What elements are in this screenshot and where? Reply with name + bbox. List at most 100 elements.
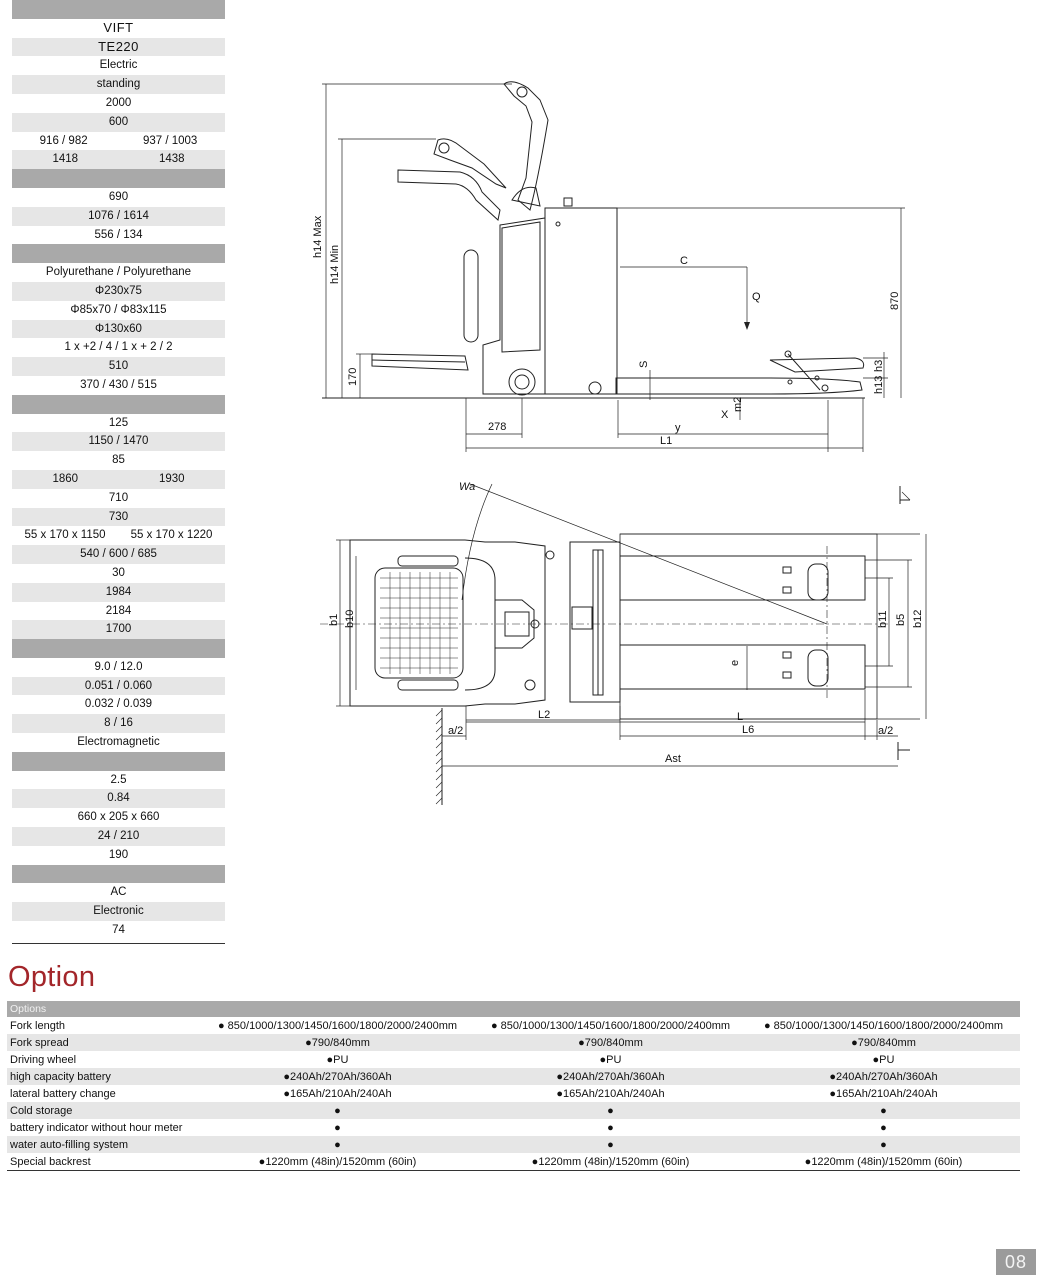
option-label: high capacity battery	[7, 1068, 201, 1085]
spec-value: 370 / 430 / 515	[80, 378, 157, 391]
spec-row: Electronic	[12, 902, 225, 922]
option-header-row: Options	[7, 1001, 1020, 1017]
spec-row-split: 55 x 170 x 1150 55 x 170 x 1220	[12, 526, 225, 545]
option-value: ●	[201, 1102, 474, 1119]
spec-row: 0.051 / 0.060	[12, 676, 225, 696]
spec-row: 690	[12, 188, 225, 207]
spec-value: 540 / 600 / 685	[80, 548, 157, 561]
spec-value: 125	[108, 416, 129, 429]
option-value: ●240Ah/270Ah/360Ah	[747, 1068, 1020, 1085]
spec-value: 85	[112, 454, 125, 467]
spec-value: 24 / 210	[97, 830, 140, 843]
option-label: water auto-filling system	[7, 1136, 201, 1153]
spec-row: 24 / 210	[12, 827, 225, 846]
option-row: Special backrest ●1220mm (48in)/1520mm (6…	[7, 1153, 1020, 1170]
option-value: ●	[747, 1102, 1020, 1119]
spec-value: 1150 / 1470	[88, 435, 149, 448]
spec-value: Φ130x60	[95, 322, 142, 335]
option-value: ●	[880, 1121, 887, 1134]
option-value: ●1220mm (48in)/1520mm (60in)	[531, 1155, 690, 1168]
spec-value: AC	[110, 886, 127, 899]
spec-row: Φ85x70 / Φ83x115	[12, 301, 225, 320]
spec-section-divider	[12, 751, 225, 771]
spec-row: Electric	[12, 56, 225, 75]
spec-section-divider	[12, 169, 225, 188]
spec-row: Φ230x75	[12, 281, 225, 301]
spec-value: Electronic	[93, 905, 144, 918]
spec-value: Polyurethane / Polyurethane	[45, 266, 192, 279]
spec-value: 30	[112, 566, 125, 579]
spec-value: 2000	[105, 96, 132, 109]
spec-row: 540 / 600 / 685	[12, 545, 225, 564]
option-row: water auto-filling system●●●	[7, 1136, 1020, 1153]
spec-value: 556 / 134	[94, 228, 143, 241]
spec-row: Polyurethane / Polyurethane	[12, 263, 225, 282]
spec-value-left: 55 x 170 x 1150	[24, 529, 106, 542]
label-a2-left: a/2	[448, 725, 463, 737]
label-b11: b11	[877, 610, 889, 628]
spec-value-right: 55 x 170 x 1220	[130, 529, 213, 542]
spec-row: 190	[12, 846, 225, 865]
spec-value: Electric	[99, 59, 138, 72]
spec-value: 0.032 / 0.039	[84, 698, 153, 711]
spec-value: 710	[108, 491, 129, 504]
label-278: 278	[488, 421, 506, 433]
spec-row: 2000	[12, 94, 225, 113]
option-value: ● 850/1000/1300/1450/1600/1800/2000/2400…	[490, 1019, 731, 1032]
option-label: Cold storage	[7, 1102, 201, 1119]
option-value: ●790/840mm	[201, 1034, 474, 1051]
spec-value: 190	[108, 848, 129, 861]
option-value: ●PU	[872, 1053, 895, 1066]
dimension-labels: h14 Max h14 Min C Q 870 170 S h3 h13 m2 …	[312, 215, 924, 765]
option-value: ●PU	[599, 1053, 622, 1066]
option-value: ● 850/1000/1300/1450/1600/1800/2000/2400…	[217, 1019, 458, 1032]
spec-row: 710	[12, 489, 225, 508]
page-number: 08	[996, 1249, 1036, 1275]
spec-value: 0.051 / 0.060	[84, 679, 153, 692]
spec-row: 1 x +2 / 4 / 1 x + 2 / 2	[12, 338, 225, 357]
option-label: Fork length	[10, 1019, 66, 1032]
spec-value-left: 916 / 982	[39, 134, 88, 147]
option-row: lateral battery change●165Ah/210Ah/240Ah…	[7, 1085, 1020, 1102]
spec-section-divider	[12, 0, 225, 19]
spec-row: 660 x 205 x 660	[12, 808, 225, 827]
option-value: ●240Ah/270Ah/360Ah	[201, 1068, 474, 1085]
spec-row: 370 / 430 / 515	[12, 376, 225, 395]
spec-row: 600	[12, 112, 225, 132]
spec-value: 730	[108, 510, 129, 523]
spec-row: TE220	[12, 37, 225, 57]
spec-row: 0.032 / 0.039	[12, 695, 225, 714]
side-view	[322, 81, 905, 452]
spec-value: 74	[112, 924, 125, 937]
option-value: ●165Ah/210Ah/240Ah	[283, 1087, 392, 1100]
option-header-label: Options	[7, 1001, 1020, 1017]
spec-value-right: 1930	[158, 472, 185, 485]
option-label: Driving wheel	[10, 1053, 77, 1066]
top-view	[320, 483, 927, 805]
spec-section-divider	[12, 394, 225, 414]
spec-value: 1 x +2 / 4 / 1 x + 2 / 2	[64, 341, 173, 354]
spec-row: 1076 / 1614	[12, 206, 225, 226]
spec-section-divider	[12, 244, 225, 264]
label-ast: Ast	[665, 753, 681, 765]
spec-value: VIFT	[103, 19, 134, 35]
option-label: Special backrest	[10, 1155, 91, 1168]
spec-section-divider	[12, 639, 225, 658]
spec-value-right: 937 / 1003	[142, 134, 198, 147]
spec-value: 9.0 / 12.0	[94, 660, 143, 673]
platform-grid	[380, 572, 458, 674]
spec-value: 660 x 205 x 660	[77, 811, 160, 824]
spec-row: 125	[12, 414, 225, 433]
label-c: C	[680, 255, 688, 267]
spec-value: 1076 / 1614	[88, 209, 149, 222]
option-value: ●790/840mm	[474, 1034, 747, 1051]
spec-row: 30	[12, 564, 225, 583]
spec-value-right: 1438	[158, 153, 185, 166]
spec-value: TE220	[98, 38, 139, 54]
label-s: S	[638, 361, 650, 368]
